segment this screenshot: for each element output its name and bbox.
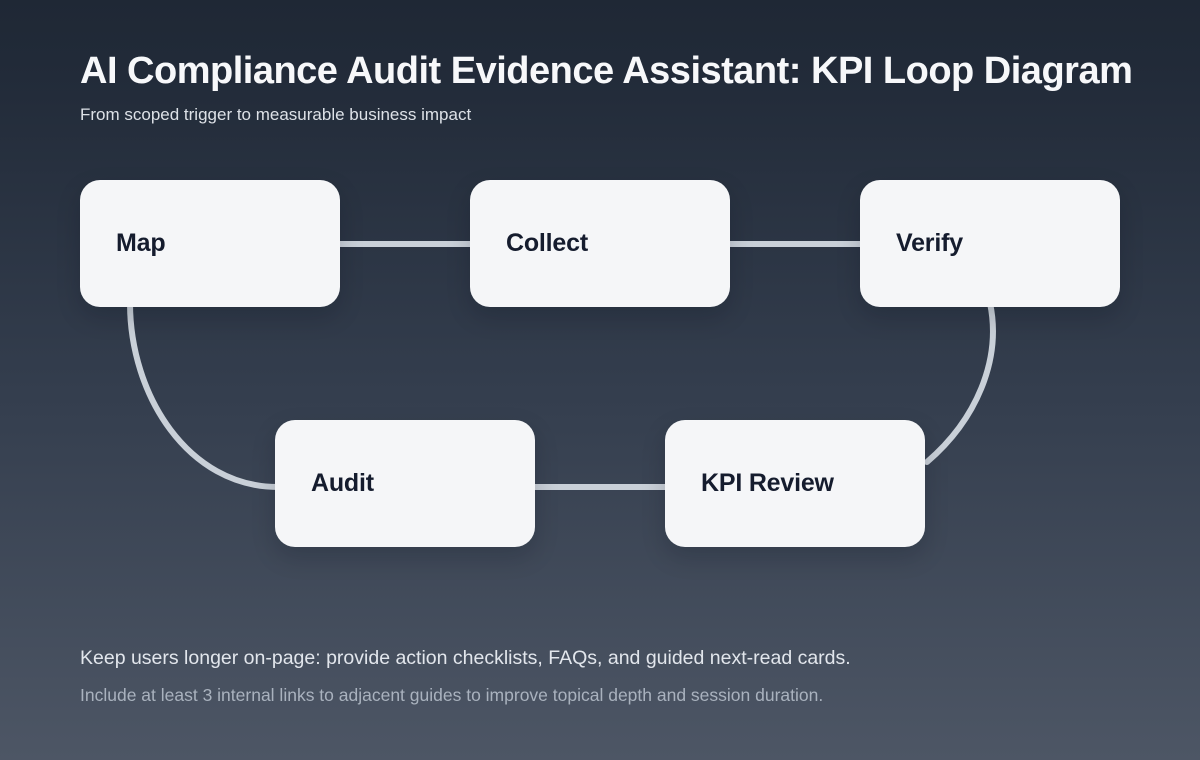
node-map: Map xyxy=(80,180,340,307)
node-kpi-review-label: KPI Review xyxy=(701,469,834,497)
node-collect: Collect xyxy=(470,180,730,307)
page-title: AI Compliance Audit Evidence Assistant: … xyxy=(80,50,1133,92)
edge-verify-kpi xyxy=(924,300,996,465)
footer-note-secondary: Include at least 3 internal links to adj… xyxy=(80,685,824,705)
node-verify: Verify xyxy=(860,180,1120,307)
node-collect-label: Collect xyxy=(506,229,588,257)
node-audit: Audit xyxy=(275,420,535,547)
edge-audit-map xyxy=(127,300,281,490)
node-map-label: Map xyxy=(116,229,166,257)
node-kpi-review: KPI Review xyxy=(665,420,925,547)
footer-note-primary: Keep users longer on-page: provide actio… xyxy=(80,647,851,669)
node-audit-label: Audit xyxy=(311,469,374,497)
node-verify-label: Verify xyxy=(896,229,963,257)
page-subtitle: From scoped trigger to measurable busine… xyxy=(80,105,472,124)
